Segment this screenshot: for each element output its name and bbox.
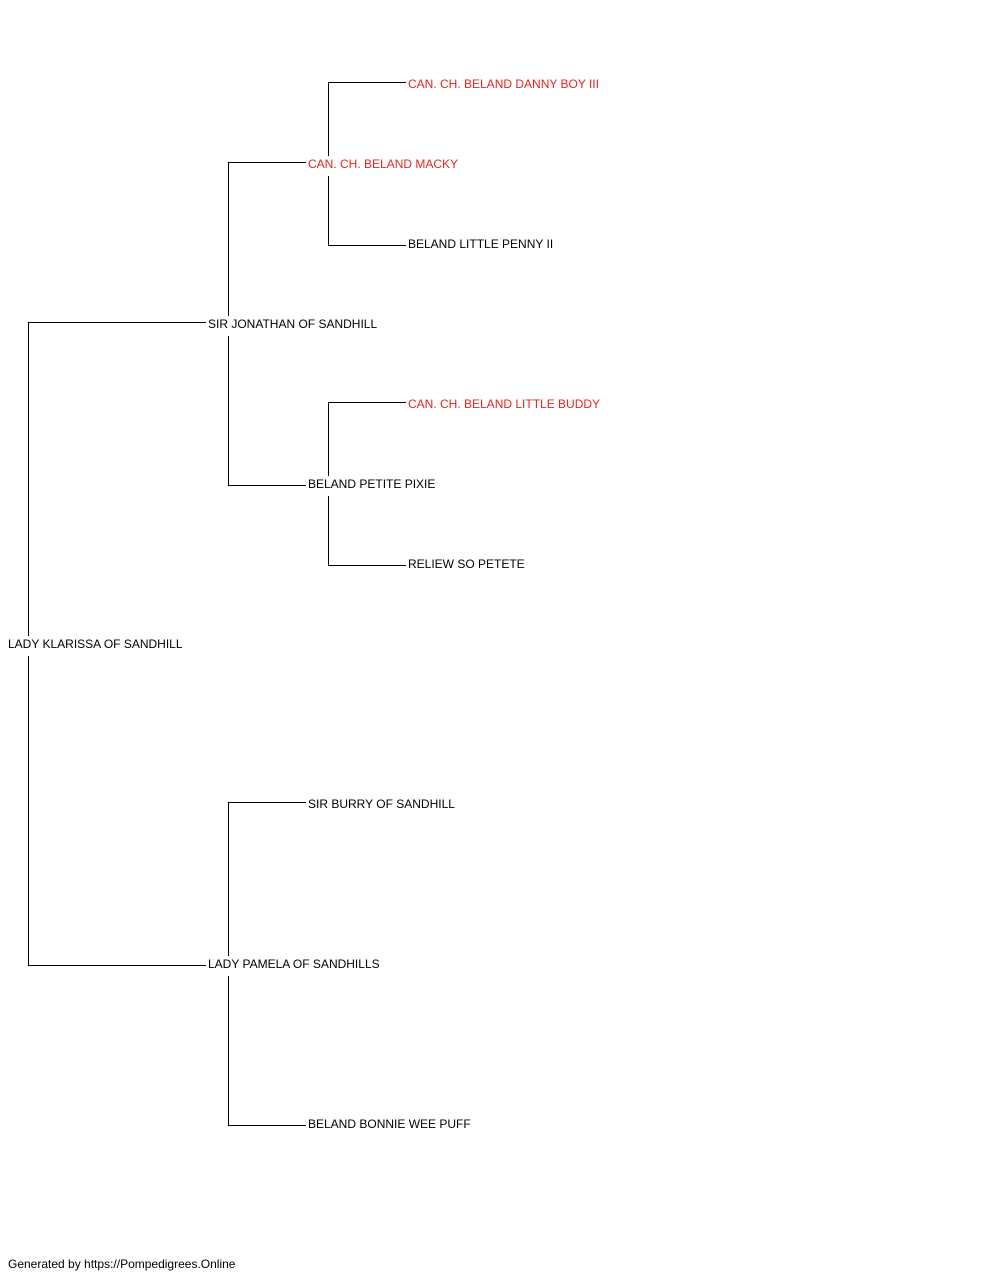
connector-dam-sire [228, 802, 306, 956]
generated-by-footer: Generated by https://Pompedigrees.Online [8, 1257, 236, 1271]
dam-sire-name: SIR BURRY OF SANDHILL [306, 797, 457, 811]
connector-sire-dam-dam [328, 496, 406, 566]
sire-name: SIR JONATHAN OF SANDHILL [206, 317, 380, 331]
connector-subject-dam [28, 656, 206, 966]
dam-dam-name: BELAND BONNIE WEE PUFF [306, 1117, 473, 1131]
dam-name: LADY PAMELA OF SANDHILLS [206, 957, 382, 971]
connector-dam-dam [228, 976, 306, 1126]
sire-dam-name: BELAND PETITE PIXIE [306, 477, 438, 491]
connector-sire-sire-sire [228, 162, 306, 316]
sire-sire-dam-name: BELAND LITTLE PENNY II [406, 237, 556, 251]
connector-sire-sire-sire-dam [328, 176, 406, 246]
sire-dam-dam-name: RELIEW SO PETETE [406, 557, 527, 571]
sire-dam-sire-name: CAN. CH. BELAND LITTLE BUDDY [406, 397, 603, 411]
connector-sire-sire-dam [228, 336, 306, 486]
connector-sire-dam-sire [328, 402, 406, 476]
sire-sire-name: CAN. CH. BELAND MACKY [306, 157, 461, 171]
subject-name: LADY KLARISSA OF SANDHILL [6, 637, 185, 651]
connector-sire-sire-sire-sire [328, 82, 406, 156]
connector-subject-sire [28, 322, 206, 636]
sire-sire-sire-name: CAN. CH. BELAND DANNY BOY III [406, 77, 601, 91]
